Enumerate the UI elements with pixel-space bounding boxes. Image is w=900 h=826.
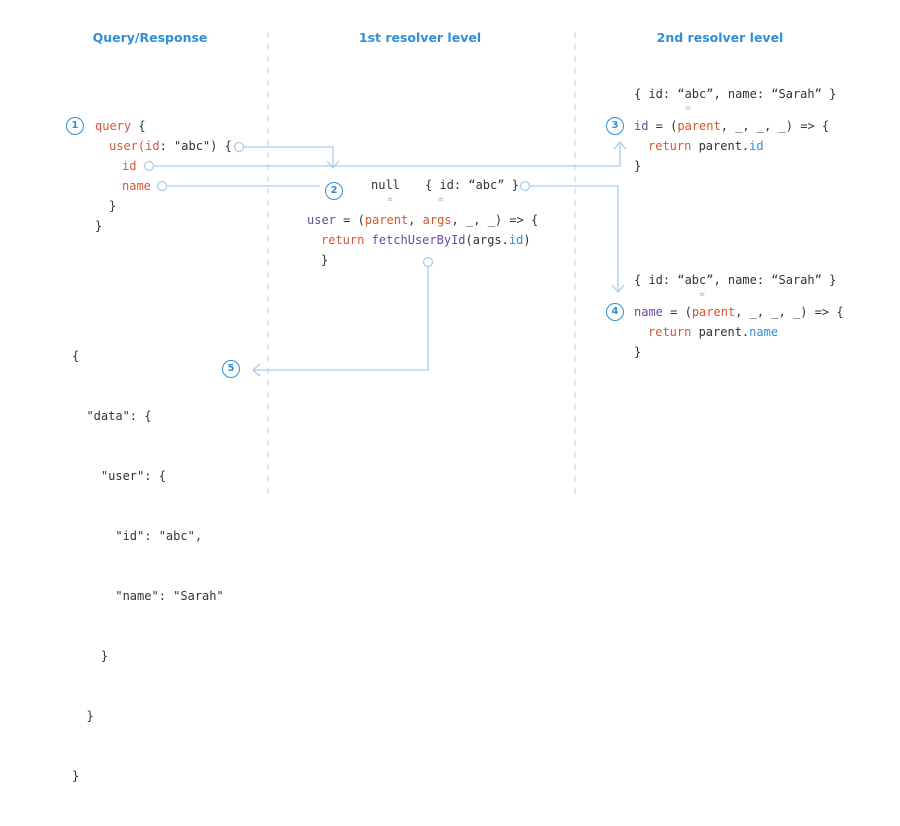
response-line: {: [72, 349, 80, 363]
query-field-id: id: [122, 159, 137, 173]
column-title-second-level: 2nd resolver level: [656, 30, 784, 45]
resolver1-fetch-fn: fetchUserById: [371, 233, 466, 247]
response-line: }: [72, 649, 109, 663]
resolver-name-return-keyword: return: [648, 325, 692, 339]
response-line: "user": {: [72, 469, 166, 483]
resolver1-fetch-arg: (args.: [465, 233, 509, 247]
column-title-first-level: 1st resolver level: [358, 30, 482, 45]
resolver1-name: user: [307, 213, 336, 227]
resolver1-return-keyword: return: [321, 233, 365, 247]
resolver1-return-space: [364, 233, 371, 247]
resolver-name-return-prop: name: [749, 325, 779, 339]
resolver-name-rest: , _, _, _) => {: [735, 305, 844, 319]
resolver1-signature: user = (parent, args, _, _) => {: [307, 210, 538, 230]
query-arg-value: "abc": [174, 139, 211, 153]
step-badge-4: 4: [606, 303, 624, 321]
resolver-name-signature: name = (parent, _, _, _) => {: [634, 302, 844, 322]
resolver-name-eq: =: [699, 290, 705, 300]
response-line: "id": "abc",: [72, 529, 203, 543]
resolver-id-close: }: [634, 159, 642, 173]
step-badge-3: 3: [606, 117, 624, 135]
resolver1-assign: = (: [335, 213, 365, 227]
step-badge-5: 5: [222, 360, 240, 378]
query-field-name: name: [122, 179, 151, 193]
resolver-name-parent-value: { id: “abc”, name: “Sarah” }: [634, 273, 837, 287]
resolver-id-return-keyword: return: [648, 139, 692, 153]
resolver-diagram: Query/Response 1st resolver level 2nd re…: [66, 30, 844, 783]
response-block: { "data": { "user": { "id": "abc", "name…: [72, 306, 224, 826]
arrow-result-to-name-resolver: [519, 180, 625, 293]
connectors: [143, 32, 627, 500]
resolver-id-return: return parent.id: [648, 136, 764, 156]
resolver1-parent-param: parent: [364, 213, 409, 227]
query-keyword: query: [95, 119, 132, 133]
resolver-name-assign: = (: [662, 305, 692, 319]
resolver-id-eq: =: [685, 104, 691, 114]
resolver-id-signature: id = (parent, _, _, _) => {: [634, 116, 829, 136]
resolver1-rest: , _, _) => {: [451, 213, 539, 227]
resolver-name-parent-param: parent: [691, 305, 736, 319]
resolver-id-rest: , _, _, _) => {: [720, 119, 830, 133]
resolver1-return: return fetchUserById(args.id): [321, 230, 531, 250]
step-badge-2: 2: [325, 182, 343, 200]
resolver1-fetch-close: ): [523, 233, 531, 247]
resolver-id-name: id: [634, 119, 649, 133]
resolver1-fetch-prop: id: [508, 233, 524, 247]
resolver-id-return-obj: parent.: [691, 139, 750, 153]
resolver-name-return: return parent.name: [648, 322, 778, 342]
resolver1-args-param: args: [422, 213, 452, 227]
arrow-name-to-resolver: [156, 180, 320, 192]
query-user-field: user(: [109, 139, 146, 153]
response-line: }: [72, 709, 94, 723]
resolver-name-return-obj: parent.: [691, 325, 750, 339]
resolver1-eq-args: =: [438, 195, 444, 205]
query-line-open: query {: [95, 116, 146, 136]
response-line: "data": {: [72, 409, 152, 423]
arrow-fetch-to-response: [252, 256, 434, 377]
column-title-query-response: Query/Response: [92, 30, 208, 45]
resolver-id-return-prop: id: [749, 139, 764, 153]
arrow-user-to-resolver: [233, 141, 340, 169]
resolver1-sep: ,: [408, 213, 423, 227]
query-arg-sep: :: [159, 139, 175, 153]
query-close-outer: }: [95, 219, 103, 233]
resolver-name-close: }: [634, 345, 642, 359]
response-line: }: [72, 769, 80, 783]
query-arg-name: id: [145, 139, 160, 153]
resolver-id-assign: = (: [648, 119, 678, 133]
resolver-name-name: name: [634, 305, 663, 319]
query-line-user: user(id: "abc") {: [109, 136, 232, 156]
query-arg-close: ) {: [210, 139, 232, 153]
query-open-brace: {: [131, 119, 146, 133]
resolver-id-parent-param: parent: [677, 119, 721, 133]
resolver1-close: }: [321, 253, 329, 267]
resolver1-parent-value: null: [371, 178, 400, 192]
query-close-inner: }: [109, 199, 117, 213]
resolver-id-parent-value: { id: “abc”, name: “Sarah” }: [634, 87, 837, 101]
response-line: "name": "Sarah": [72, 589, 224, 603]
resolver1-eq-parent: =: [387, 195, 393, 205]
arrow-id-to-resolver: [143, 141, 627, 172]
step-badge-1: 1: [66, 117, 84, 135]
resolver1-args-value: { id: “abc” }: [425, 178, 519, 192]
